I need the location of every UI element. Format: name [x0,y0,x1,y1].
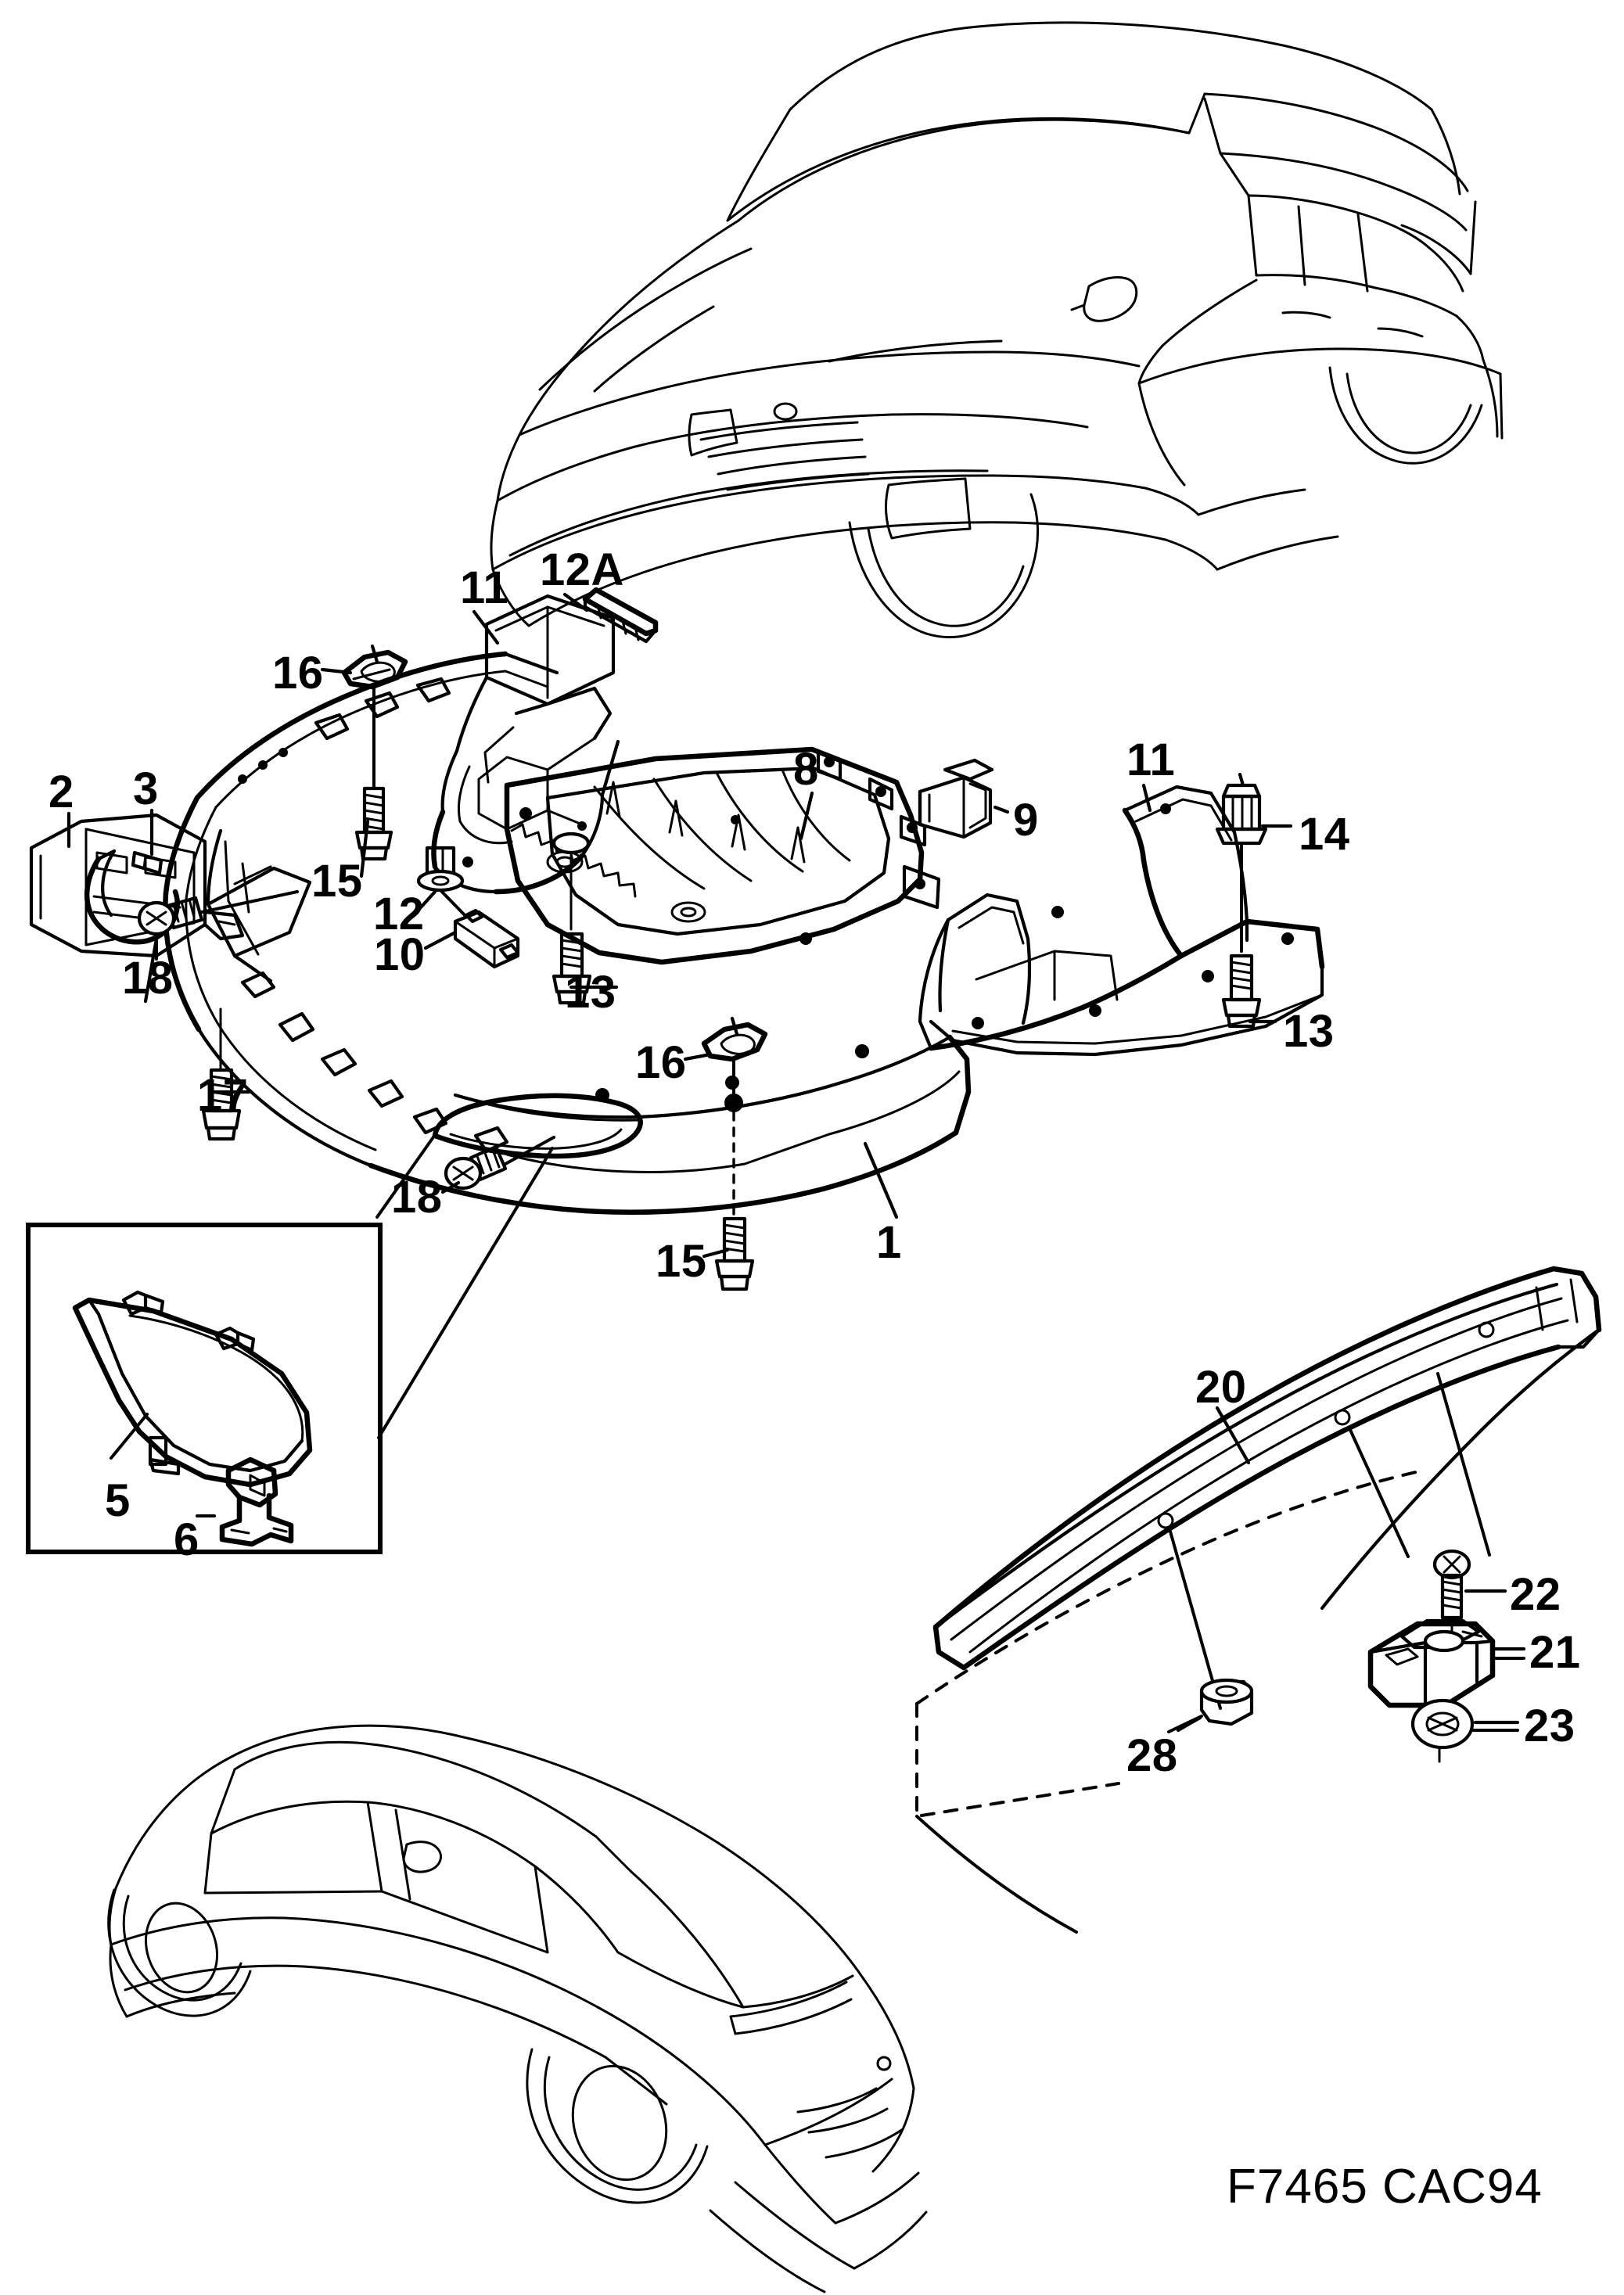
callout-28: 28 [1126,1730,1178,1781]
callout-13-center: 13 [565,967,616,1018]
fastener-washer-plate-lower [701,1016,768,1217]
callout-8: 8 [793,744,819,795]
fastener-plastic-clip [1215,772,1268,953]
callout-16-lower: 16 [635,1037,687,1088]
callout-15-lower: 15 [656,1236,707,1287]
part-adhesive-strip [582,587,659,644]
callout-12a: 12A [540,544,624,595]
part-rubber-buffer [918,758,994,839]
fastener-screw-plate-bracket [137,890,299,961]
figure-code: F7465 CAC94 [1227,2160,1543,2214]
callout-17: 17 [197,1070,249,1121]
illustration-car-front-top [490,21,1504,638]
fastener-screw-undershield [552,831,592,1005]
fastener-screw-spoiler-upper [354,786,393,861]
fastener-screw-spoiler-side [444,1136,555,1191]
callout-18-left: 18 [122,953,174,1004]
callout-2: 2 [49,767,74,817]
callout-6: 6 [174,1514,199,1565]
callout-15-upper: 15 [311,856,363,907]
callout-11-left: 11 [460,562,509,613]
callout-3: 3 [133,763,159,814]
callout-16-upper: 16 [272,648,324,699]
fastener-screw-spoiler-lower [714,1216,755,1291]
callout-5: 5 [105,1475,131,1526]
callout-21: 21 [1529,1627,1581,1678]
callout-14: 14 [1299,809,1350,860]
fog-lamp-inset-box [26,1223,383,1554]
part-rear-spoiler [915,1266,1602,1934]
part-air-deflector-left [431,594,620,895]
callout-13-right: 13 [1283,1006,1335,1057]
fastener-screw-air-deflector [1221,954,1262,1029]
part-number-plate-bracket [29,813,245,958]
fastener-screw-bumper [201,1007,242,1141]
callout-9: 9 [1013,795,1039,846]
fastener-nut-spoiler [1167,1678,1254,1733]
part-front-spoiler [163,651,972,1439]
part-spoiler-mounting-plate [1367,1618,1525,1708]
fastener-screw-rear-spoiler [1432,1549,1471,1643]
part-mounting-bracket [453,908,520,969]
callout-11-right: 11 [1126,734,1176,785]
callout-10: 10 [374,929,426,980]
fastener-expanding-rivet [416,846,468,918]
callout-1: 1 [876,1217,902,1268]
fastener-washer-plate-upper [341,644,408,788]
illustration-car-rear-bottom [107,1724,928,2293]
callout-20: 20 [1195,1362,1247,1413]
part-engine-undershield [504,746,941,965]
callout-12: 12 [373,889,425,939]
callout-22: 22 [1510,1569,1561,1620]
fastener-rubber-grommet [1410,1698,1519,1763]
callout-18-right: 18 [391,1172,443,1223]
part-air-deflector-right [918,785,1325,1057]
callout-23: 23 [1524,1701,1575,1751]
